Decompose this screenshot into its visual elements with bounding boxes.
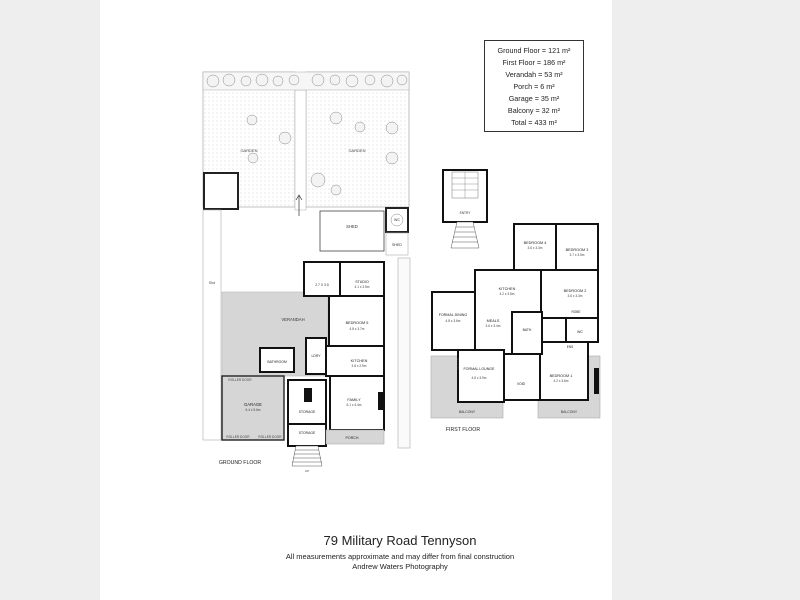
bath-label: BATH <box>523 328 532 332</box>
area-row: First Floor = 186 m² <box>502 57 566 67</box>
fireplace <box>304 388 312 402</box>
bedroom4-label: BEDROOM 4 <box>524 241 547 245</box>
garden-path <box>294 89 307 211</box>
bedroom1-label: BEDROOM 1 <box>550 374 573 378</box>
formal-dining-dim: 4.8 x 3.6m <box>446 319 461 323</box>
shed-label: SHED <box>346 224 358 229</box>
ground-floor-plan: GARDEN GARDEN Shd SHED WC SHED VERANDAH … <box>202 71 411 473</box>
studio-label: STUDIO <box>355 280 369 284</box>
kitchen-dim: 3.8 x 2.9m <box>352 364 367 368</box>
roller-door-bottom-label-2: ROLLER DOOR <box>258 435 282 439</box>
room-dim-label: 2.7 X 3.5 <box>315 283 329 287</box>
first-floor-walls <box>431 223 599 403</box>
first-floor-plan: ENTRY BALCONY BALCONY BEDROOM 4 3.6 x 3.… <box>430 169 601 433</box>
bedroom2-dim: 3.6 x 3.3m <box>568 294 583 298</box>
family-label: FAMILY <box>347 398 361 402</box>
porch-area <box>325 429 385 445</box>
garden-label-right: GARDEN <box>348 148 365 153</box>
property-address-title: 79 Military Road Tennyson <box>323 533 477 548</box>
garage-label: GARAGE <box>244 402 262 407</box>
bathroom-label: BATHROOM <box>267 360 287 364</box>
bedroom1-dim: 4.2 x 3.6m <box>554 379 569 383</box>
robe-label: ROBE <box>571 310 580 314</box>
laundry-label: LDRY <box>312 354 322 358</box>
formal-lounge-label: FORMAL LOUNGE <box>463 367 495 371</box>
kitchen-label: KITCHEN <box>351 359 368 363</box>
front-steps <box>291 445 323 467</box>
side-path-left <box>202 209 222 441</box>
area-row: Verandah = 53 m² <box>505 69 563 79</box>
entry-steps <box>450 221 480 249</box>
first-floor-heater-block <box>594 368 599 394</box>
shed-room <box>319 210 385 252</box>
verandah-label: VERANDAH <box>281 317 304 322</box>
porch-label: PORCH <box>346 436 359 440</box>
wc-ff-label: WC <box>577 330 583 334</box>
storage2-label: STORAGE <box>299 431 316 435</box>
balcony-left-label: BALCONY <box>459 410 476 414</box>
shed-tiny-label: Shd <box>209 281 215 285</box>
bedroom5-label: BEDROOM 5 <box>346 321 369 325</box>
bedroom2-label: BEDROOM 2 <box>564 289 587 293</box>
garden-label-left: GARDEN <box>240 148 257 153</box>
garage-room <box>221 375 285 441</box>
area-row: Garage = 35 m² <box>508 93 560 103</box>
meals-dim: 3.6 x 3.4m <box>486 324 501 328</box>
garden-area-right <box>305 71 410 208</box>
area-row: Balcony = 32 m² <box>507 105 561 115</box>
up-label: UP <box>305 469 309 473</box>
photographer-credit: Andrew Waters Photography <box>352 562 448 571</box>
heater-block <box>378 392 383 410</box>
heater-label: HEATER <box>456 357 460 370</box>
wc-label: WC <box>394 218 400 222</box>
area-row: Porch = 6 m² <box>513 81 555 91</box>
shed-small-label: SHED <box>392 243 402 247</box>
storage1-label: STORAGE <box>299 410 316 414</box>
garage-dim: 6.4 x 5.6m <box>246 408 261 412</box>
ens-label: ENS <box>567 345 574 349</box>
bedroom4-dim: 3.6 x 3.3m <box>528 246 543 250</box>
area-row: Ground Floor = 121 m² <box>497 45 571 55</box>
balcony-right-label: BALCONY <box>561 410 578 414</box>
bedroom3-label: BEDROOM 3 <box>566 248 589 252</box>
bedroom3-dim: 3.7 x 3.5m <box>570 253 585 257</box>
area-summary-table: Ground Floor = 121 m² First Floor = 186 m… <box>484 40 584 132</box>
family-dim: 6.1 x 4.4m <box>347 403 362 407</box>
measurement-disclaimer: All measurements approximate and may dif… <box>285 552 515 561</box>
studio-dim: 4.1 x 3.5m <box>355 285 370 289</box>
small-outbuilding <box>203 172 239 210</box>
meals-label: MEALS <box>487 319 500 323</box>
side-path-right <box>397 257 411 449</box>
entry-label: ENTRY <box>460 211 472 215</box>
garden-border-top <box>202 71 410 91</box>
first-floor-title: FIRST FLOOR <box>446 427 480 433</box>
roller-door-bottom-label-1: ROLLER DOOR <box>226 435 250 439</box>
bedroom5-dim: 4.8 x 3.7m <box>350 327 365 331</box>
area-row: Total = 433 m² <box>511 117 557 127</box>
ground-floor-title: GROUND FLOOR <box>219 460 262 466</box>
house-walls <box>259 261 385 447</box>
formal-dining-label: FORMAL DINING <box>439 313 468 317</box>
void-label: VOID <box>517 382 526 386</box>
kitchen-ff-label: KITCHEN <box>499 287 516 291</box>
shed-small-room <box>385 232 409 256</box>
roller-door-side-label: ROLLER DOOR <box>228 378 252 382</box>
kitchen-ff-dim: 4.2 x 3.5m <box>500 292 515 296</box>
formal-lounge-dim: 4.8 x 3.9m <box>472 376 487 380</box>
